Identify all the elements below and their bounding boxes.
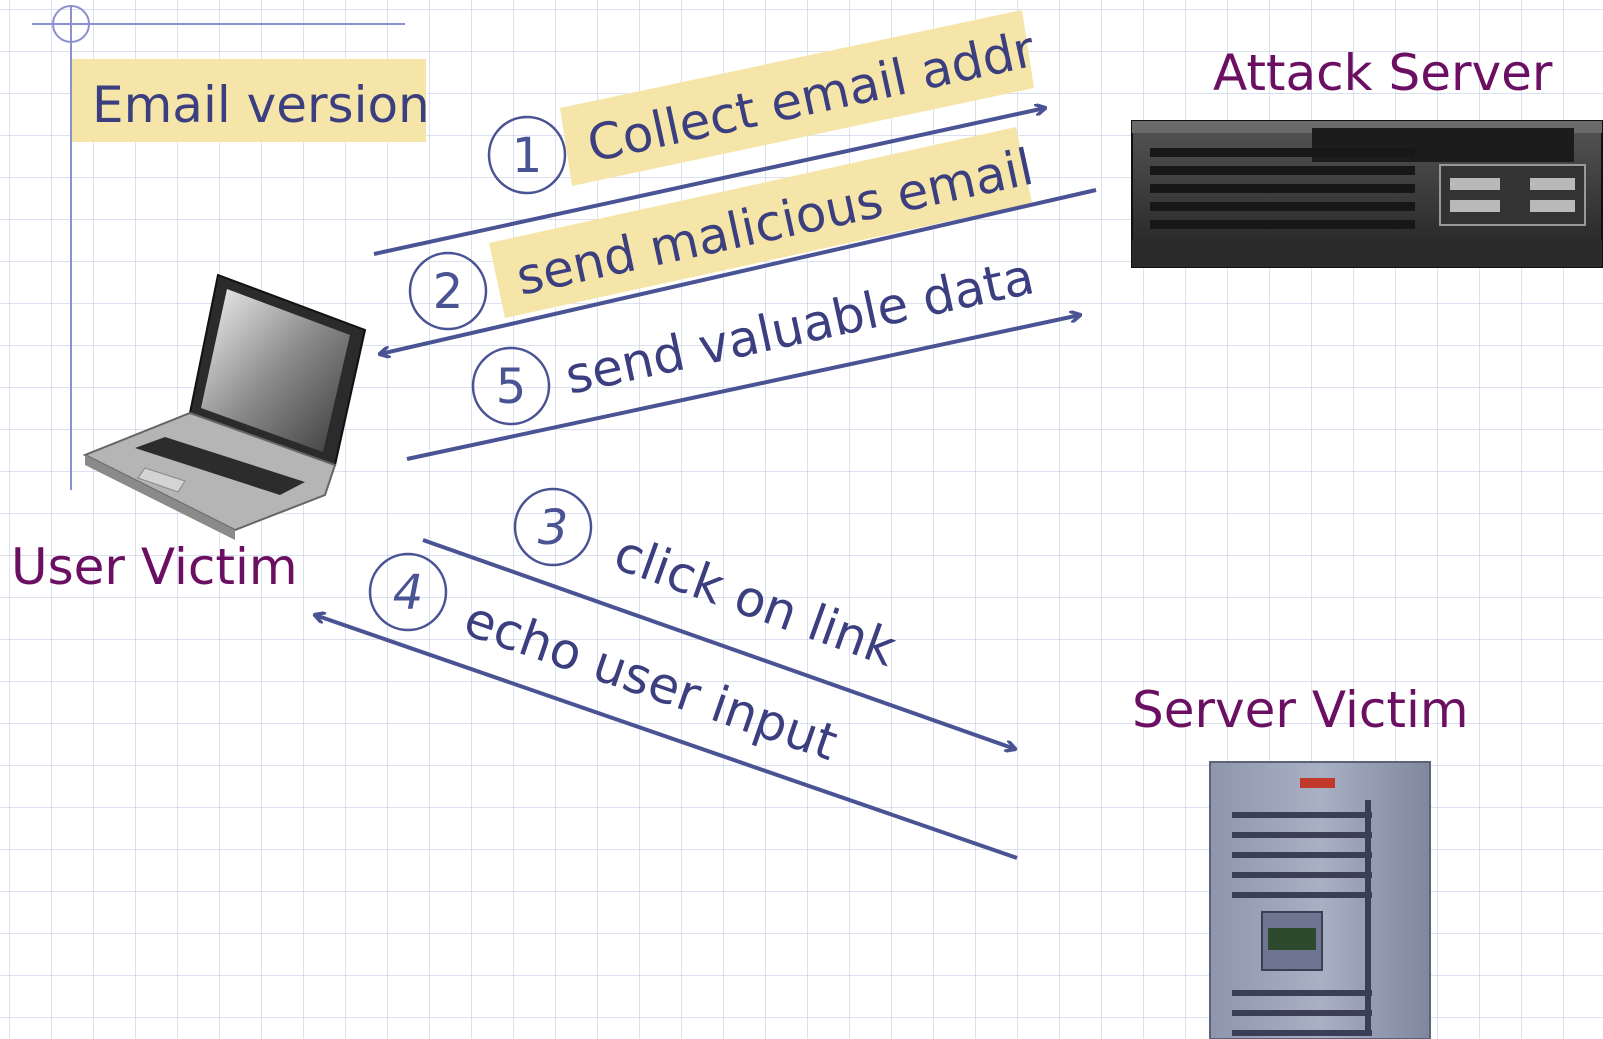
step-2-number: 2 [433,264,464,320]
step-1-highlight [560,10,1034,186]
step-2-circle [408,251,488,331]
step-3-circle [513,487,593,567]
server-victim-label: Server Victim [1132,681,1469,739]
arrow-step-2 [380,188,1097,354]
step-5-number: 5 [496,359,527,415]
rack-server-icon [1131,120,1603,268]
step-4-circle [368,552,448,632]
attack-server-label: Attack Server [1213,44,1553,102]
tower-server-icon [1209,761,1431,1039]
slide-title: Email version [92,76,430,134]
arrow-step-3 [422,538,1015,749]
step-5-circle [471,346,551,426]
step-1-number: 1 [512,128,543,184]
arrow-step-5 [406,315,1080,461]
arrow-step-4 [315,615,1018,860]
arrow-step-1 [373,108,1045,256]
user-victim-label: User Victim [11,538,298,596]
step-3-number: 3 [538,500,569,556]
step-2-highlight [489,127,1032,318]
laptop-icon [82,273,367,540]
title-box: Email version [72,59,430,142]
slide-decoration [32,5,405,490]
step-4-number: 4 [393,565,424,621]
step-1-circle [487,115,567,195]
